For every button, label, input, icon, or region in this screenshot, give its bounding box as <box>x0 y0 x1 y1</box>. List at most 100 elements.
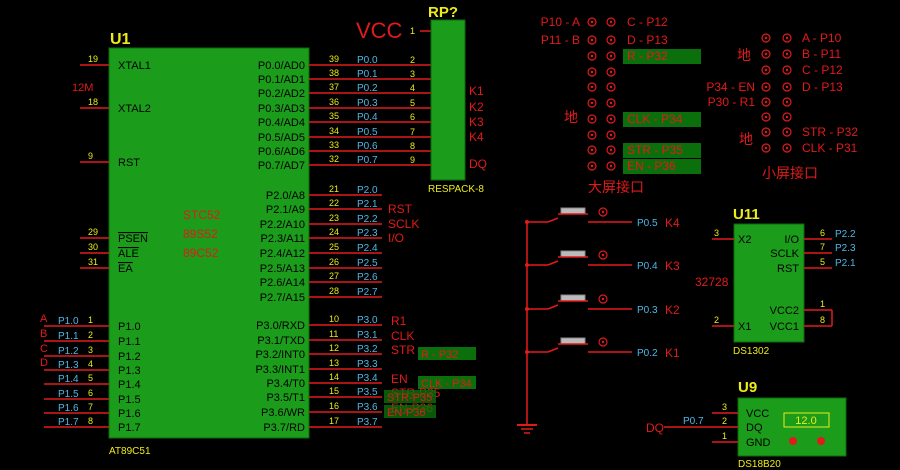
u1-pin-number: 17 <box>329 416 339 426</box>
connector-pin <box>761 143 771 153</box>
rp-out-label: K2 <box>469 100 484 114</box>
u1-pin-number: 30 <box>88 242 98 252</box>
u1-pin-number: 9 <box>88 151 93 161</box>
u11-pin-name: RST <box>777 263 799 275</box>
u1-pin-number: 28 <box>329 286 339 296</box>
u1-pin-name: P1.4 <box>118 379 141 391</box>
connector-label: CLK - P31 <box>802 141 858 155</box>
u11-pin-number: 5 <box>820 257 825 267</box>
u1-pin-number: 7 <box>88 402 93 412</box>
connector-pin <box>609 20 613 24</box>
connector-pin <box>764 85 768 89</box>
key-net-label: P0.5 <box>637 218 658 229</box>
u1-pin-number: 2 <box>88 330 93 340</box>
rp-part: RESPACK-8 <box>428 184 484 195</box>
u9-button-up[interactable] <box>817 437 825 445</box>
key-cap <box>560 207 586 215</box>
u1-vendor-label: 89S52 <box>183 227 218 241</box>
u1-net-tag: CLK <box>391 329 414 343</box>
connector-highlight <box>623 112 701 127</box>
key-cap <box>560 337 586 345</box>
rp-out-label: K4 <box>469 130 484 144</box>
u1-pin-name: P3.7/RD <box>263 422 305 434</box>
u1-vendor-label: STC52 <box>183 208 221 222</box>
connector-pin <box>587 51 597 61</box>
u11-part: DS1302 <box>733 346 770 357</box>
u1-net-label: P2.0 <box>357 185 378 196</box>
u1-net-tag: D <box>40 357 48 369</box>
u1-net-tag: B <box>40 328 47 340</box>
connector-pin <box>609 164 613 168</box>
connector-pin <box>590 148 594 152</box>
connector-pin <box>609 148 613 152</box>
rp-body <box>430 19 466 181</box>
connector-pin <box>606 114 616 124</box>
connector-pin <box>587 35 597 45</box>
key-net-label: P0.2 <box>637 348 658 359</box>
u1-net-tag: C <box>40 343 48 355</box>
u1-pin-name: P0.0/AD0 <box>258 60 305 72</box>
u9-button-down[interactable] <box>789 437 797 445</box>
connector-pin <box>590 70 594 74</box>
u1-net-label: P2.4 <box>357 243 378 254</box>
connector-pin <box>764 52 768 56</box>
u1-body <box>108 47 310 439</box>
u1-pin-number: 39 <box>329 54 339 64</box>
u1-chip[interactable]: U1 AT89C51 12M STC52 89S52 89C52 19XTAL1… <box>40 31 476 457</box>
u1-pin-name: P2.5/A13 <box>260 263 305 275</box>
key-pin <box>598 207 608 217</box>
key-pin <box>598 337 608 347</box>
u1-net-tag: EN <box>391 372 408 386</box>
connector-highlight <box>623 159 701 174</box>
connector-pin <box>782 112 792 122</box>
u9-pin-number: 1 <box>722 431 727 441</box>
u1-pin-name: P0.5/AD5 <box>258 132 305 144</box>
connector-pin <box>606 51 616 61</box>
big-screen-title: 大屏接口 <box>588 179 644 195</box>
connector-pin <box>761 33 771 43</box>
u1-pin-number: 36 <box>329 97 339 107</box>
rp-pin-number: 2 <box>410 55 415 65</box>
u1-pin-name: PSEN <box>118 233 148 245</box>
key-pin <box>601 253 605 257</box>
u1-pin-number: 27 <box>329 271 339 281</box>
u11-ref: U11 <box>733 206 760 223</box>
u1-pin-name: P3.1/TXD <box>257 335 305 347</box>
connector-label: CLK - P34 <box>627 112 683 126</box>
u1-pin-number: 10 <box>329 314 339 324</box>
connector-pin <box>606 98 616 108</box>
connector-pin <box>590 164 594 168</box>
u1-net-label: P0.3 <box>357 98 378 109</box>
u1-pin-name: P3.2/INT0 <box>255 349 305 361</box>
u1-pin-number: 29 <box>88 227 98 237</box>
key-cap <box>560 294 586 302</box>
u1-pin-number: 11 <box>329 329 338 339</box>
u1-pin-number: 16 <box>329 401 339 411</box>
connector-label: C - P12 <box>802 63 843 77</box>
u1-net-label: P1.6 <box>58 403 79 414</box>
rp-pin-number: 4 <box>410 83 415 93</box>
connector-label: P10 - A <box>541 15 580 29</box>
key-pin <box>601 340 605 344</box>
u1-net-highlight <box>384 405 436 418</box>
rp-vcc-label: VCC <box>356 18 403 43</box>
connector-pin <box>609 117 613 121</box>
connector-pin <box>590 85 594 89</box>
respack[interactable]: VCC RP? 1 RESPACK-8 K1 K2 K3 K4 DQ <box>356 4 487 195</box>
u1-pin-name: P3.0/RXD <box>256 320 305 332</box>
u11-pin-number: 2 <box>714 315 719 325</box>
u9-part: DS18B20 <box>738 459 781 470</box>
u1-pin-number: 6 <box>88 388 93 398</box>
connector-pin <box>590 54 594 58</box>
rp-pin-number: 3 <box>410 69 415 79</box>
